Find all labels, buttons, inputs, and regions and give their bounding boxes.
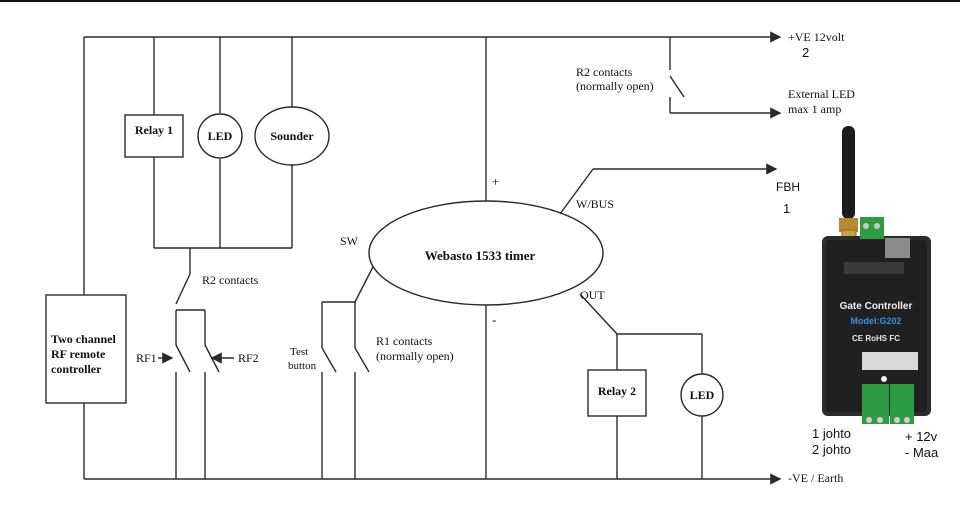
power-note-line1: + 12v [905,429,938,444]
wbus-wire [559,168,594,215]
bottom-terminal-left [862,384,889,424]
rf-controller-line3: controller [51,362,102,376]
led2-label: LED [690,388,715,402]
webasto-timer: Webasto 1533 timer [368,200,604,306]
status-panel [862,352,918,370]
relay2-label: Relay 2 [598,384,636,398]
r1-contacts-line1: R1 contacts [376,334,433,348]
relay1: Relay 1 [124,114,184,158]
r2-contacts-left-label: R2 contacts [202,273,259,287]
negative-rail-label: -VE / Earth [788,471,843,485]
r2-contacts-right: R2 contacts (normally open) [576,65,685,113]
rf1-label: RF1 [136,351,157,365]
test-button-line2: button [288,360,317,372]
relay2: Relay 2 [587,369,647,417]
wire-note-line2: 2 johto [812,442,851,457]
led2: LED [680,373,724,417]
top-terminal-block [860,217,884,239]
status-led-icon [881,376,887,382]
antenna-connector [839,218,858,232]
test-button-line1: Test [290,346,308,358]
gate-controller-marks: CE RoHS FC [852,334,900,343]
wire-note-line1: 1 johto [812,426,851,441]
sounder: Sounder [254,106,330,166]
gate-controller-title: Gate Controller [840,301,913,312]
rf2-switch [204,344,220,479]
fbh-number: 1 [783,201,790,216]
external-led-line1: External LED [788,87,855,101]
sim-slot [885,238,910,258]
webasto-timer-label: Webasto 1533 timer [425,248,536,263]
wbus-label: W/BUS [576,197,614,211]
test-button-switch: Test button [288,346,337,479]
out-label: OUT [580,288,605,302]
external-led-line2: max 1 amp [788,102,841,116]
bottom-terminal-right [890,384,914,424]
rf-controller-line2: RF remote [51,347,106,361]
timer-minus-label: - [492,312,496,327]
r2-contacts-left: R2 contacts [175,273,259,305]
rf-remote-controller: Two channel RF remote controller [45,294,127,404]
sw-label: SW [340,234,359,248]
r2-contacts-right-line2: (normally open) [576,79,654,93]
rf2-label: RF2 [238,351,259,365]
positive-rail-label: +VE 12volt [788,30,845,44]
r1-contacts: R1 contacts (normally open) [354,334,454,479]
relay1-label: Relay 1 [135,123,173,137]
gate-controller-model: Model:G202 [850,316,901,326]
sounder-label: Sounder [270,129,314,143]
fbh-label: FBH [776,180,800,194]
r1-contacts-line2: (normally open) [376,349,454,363]
led1-label: LED [208,129,233,143]
power-note-line2: - Maa [905,445,939,460]
rf1-switch [175,344,191,479]
gate-controller-device: Gate Controller Model:G202 CE RoHS FC [822,126,931,424]
r2-contacts-right-line1: R2 contacts [576,65,633,79]
positive-rail-number: 2 [802,45,809,60]
timer-plus-label: + [492,174,499,189]
rf-controller-line1: Two channel [51,332,116,346]
out-wire [579,293,618,335]
antenna-icon [842,126,855,219]
led1: LED [197,113,243,159]
